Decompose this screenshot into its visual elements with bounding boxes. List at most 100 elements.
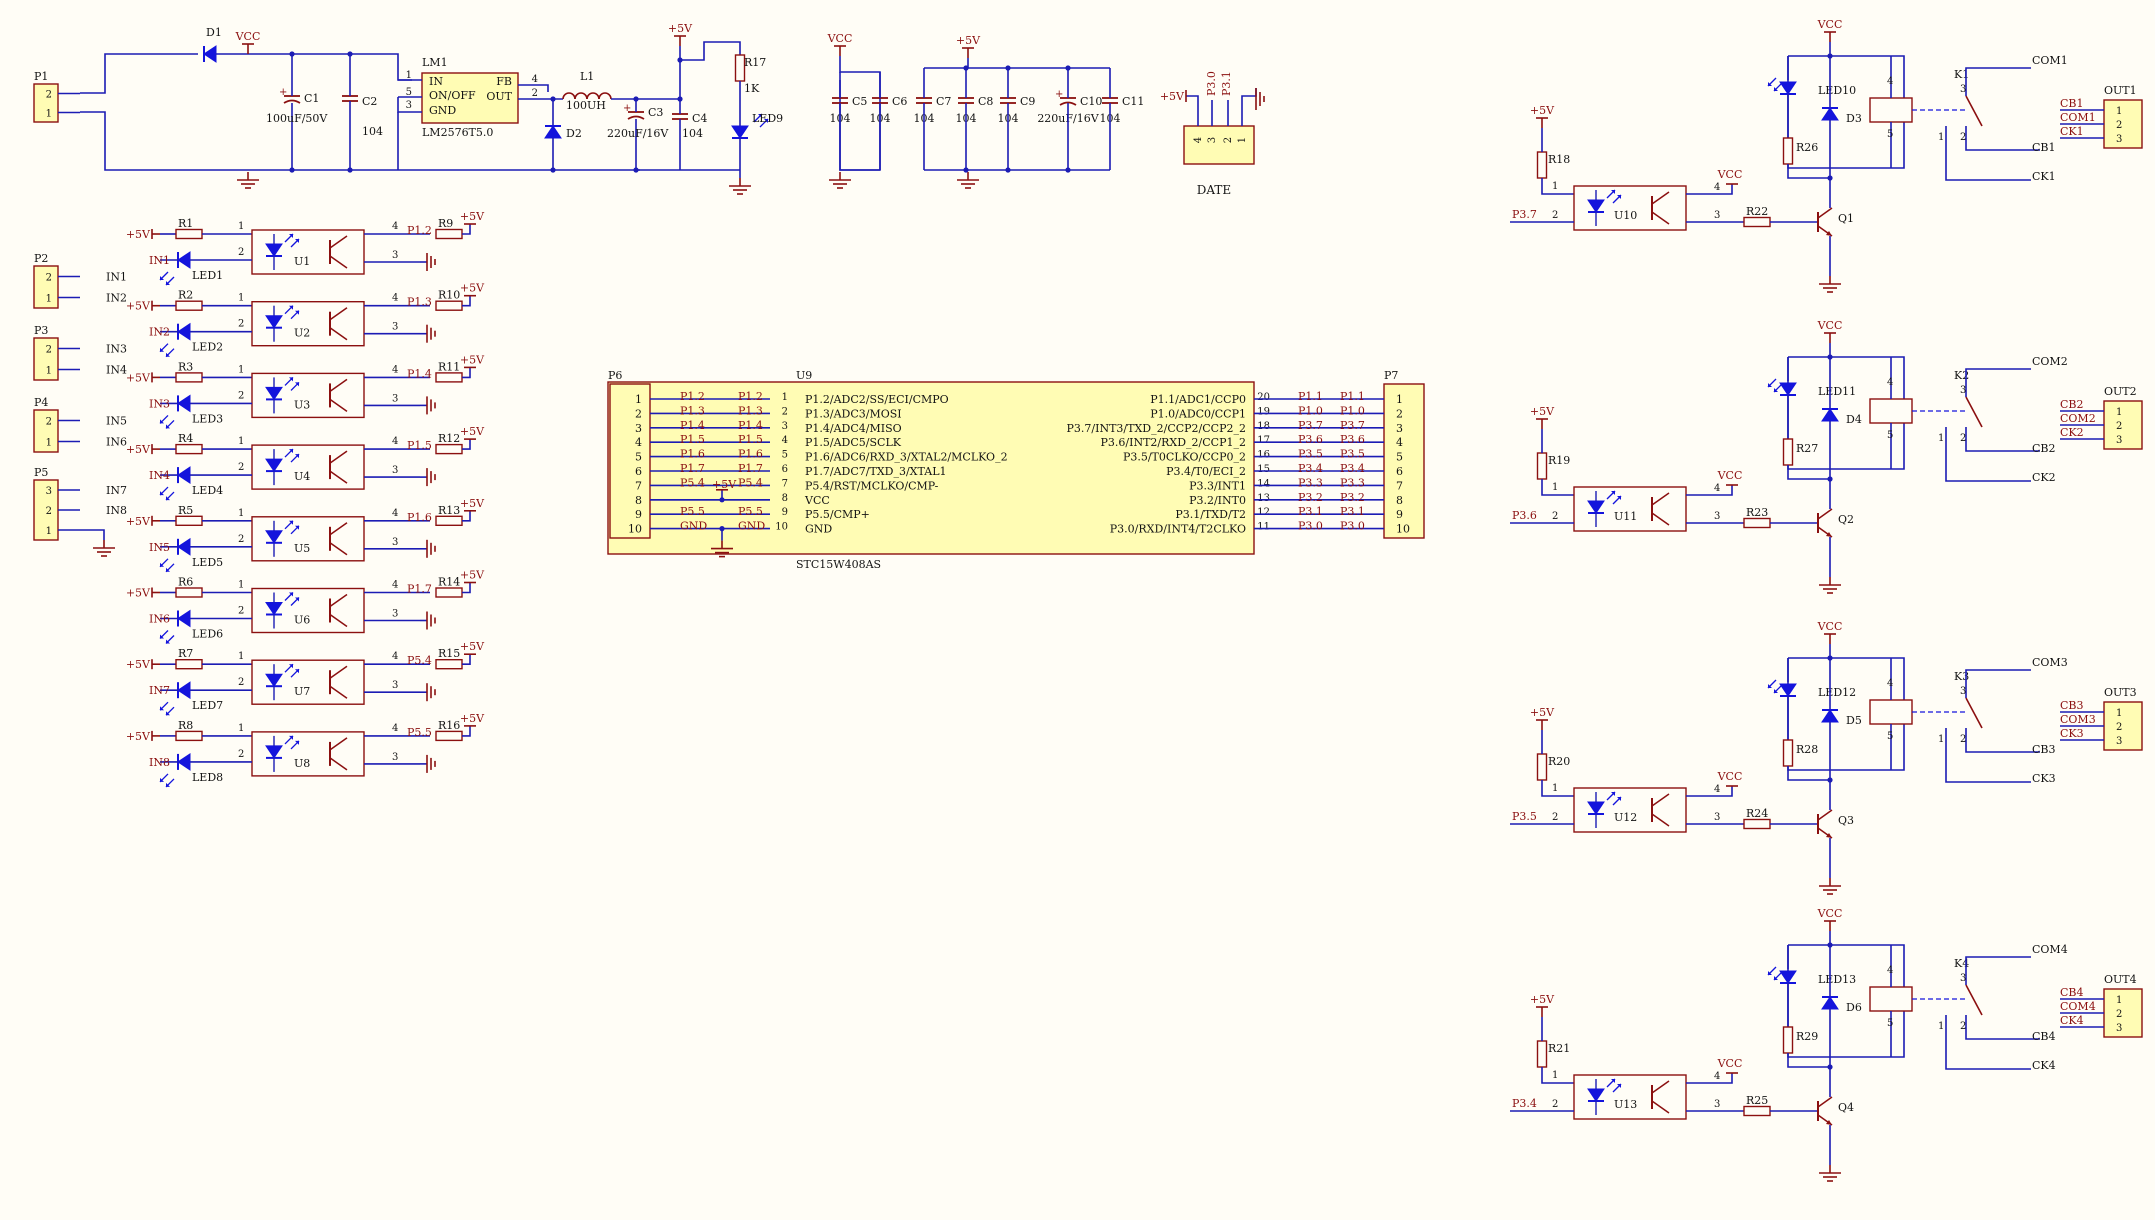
relay-switch-blade xyxy=(1965,984,1983,1016)
stc15-mcu-body xyxy=(607,381,1255,555)
d2-ref: D2 xyxy=(566,127,582,140)
mcu-pin-name: VCC xyxy=(804,494,830,507)
pin-number: 1 xyxy=(1938,734,1944,745)
header-pin-number: 10 xyxy=(628,523,642,536)
phototransistor-collector xyxy=(1651,1080,1670,1094)
mcu-5v-label: +5V xyxy=(712,478,737,491)
pin-number: 4 xyxy=(1887,377,1893,388)
light-arrowhead xyxy=(758,114,762,118)
header-p7-ref: P7 xyxy=(1384,369,1398,382)
pin-number: 4 xyxy=(392,723,398,734)
wire xyxy=(1945,728,2031,783)
phototransistor-emitter xyxy=(1651,1100,1670,1114)
header-pin-number: 2 xyxy=(635,407,642,420)
pullup-ref: R14 xyxy=(438,576,460,589)
mcu-net-label: P3.5 xyxy=(1298,448,1323,461)
pin-number: 4 xyxy=(532,74,538,85)
ground-symbol xyxy=(957,172,979,189)
phototransistor-collector xyxy=(329,522,348,536)
power-net-label: VCC xyxy=(1817,319,1843,332)
header-net-label: P1.2 xyxy=(680,390,705,403)
ground-symbol xyxy=(1819,276,1841,293)
relay-ref: K2 xyxy=(1954,369,1969,382)
connector-body xyxy=(33,265,59,309)
header-pin-number: 6 xyxy=(635,465,642,478)
header-net-label: P3.4 xyxy=(1340,462,1365,475)
ground-symbol xyxy=(420,396,436,415)
pin-number: 4 xyxy=(392,508,398,519)
input-net-label: IN4 xyxy=(149,469,170,482)
mcu-net-label: P3.2 xyxy=(1298,491,1323,504)
pullup-ref: R15 xyxy=(438,647,460,660)
c1-value: 100uF/50V xyxy=(266,112,328,125)
polarity-mark: + xyxy=(1055,89,1063,100)
pin-number: 1 xyxy=(2116,407,2122,418)
led-ref: LED4 xyxy=(192,484,223,497)
output-net-label: CK4 xyxy=(2060,1014,2084,1027)
connector-ref: P2 xyxy=(34,252,48,265)
pullup-supply-label: +5V xyxy=(460,569,485,582)
pin-number: 4 xyxy=(1193,137,1204,143)
ck-net-label: CK2 xyxy=(2032,471,2056,484)
resistor-body xyxy=(1743,216,1771,228)
output-net-label: COM2 xyxy=(2060,412,2096,425)
status-led xyxy=(177,251,191,269)
light-arrowhead xyxy=(166,567,170,572)
opto-vcc-label: VCC xyxy=(1717,1057,1743,1070)
led9 xyxy=(731,125,749,139)
header-pin-number: 4 xyxy=(635,436,642,449)
mcu-pin-number: 7 xyxy=(782,478,788,489)
resistor-body xyxy=(175,587,203,598)
wire xyxy=(80,111,248,171)
pin-number: 4 xyxy=(392,221,398,232)
wire xyxy=(1965,669,2031,698)
power-net-label: +5V xyxy=(126,587,151,600)
pin-number: 1 xyxy=(2116,708,2122,719)
power-net-label: +5V xyxy=(668,22,693,35)
light-arrowhead xyxy=(160,634,164,639)
phototransistor-collector xyxy=(329,235,348,249)
pin-number: 3 xyxy=(392,465,398,476)
pin-number: 3 xyxy=(392,250,398,261)
mcu-pin-number: 1 xyxy=(782,392,788,403)
output-net-label: CK1 xyxy=(2060,125,2084,138)
output-connector-ref: OUT1 xyxy=(2104,84,2137,97)
junction-dot xyxy=(289,51,295,57)
mcu-pin-number: 3 xyxy=(782,421,788,432)
mcu-net-label: P1.4 xyxy=(738,419,763,432)
c2-value: 104 xyxy=(362,125,383,138)
status-led xyxy=(177,466,191,485)
light-arrowhead xyxy=(1611,792,1615,796)
pin-number: 2 xyxy=(532,88,538,99)
resistor-body xyxy=(435,587,463,598)
pullup-ref: R9 xyxy=(438,217,453,230)
ground-symbol xyxy=(1819,878,1841,895)
pin-number: 4 xyxy=(392,293,398,304)
c3-ref: C3 xyxy=(648,106,663,119)
ground-symbol xyxy=(1819,577,1841,594)
header-pin-number: 1 xyxy=(1396,393,1403,406)
opto-pullup-ref: R20 xyxy=(1548,755,1570,768)
optocoupler-ref: U11 xyxy=(1614,510,1637,523)
resistor-body xyxy=(175,730,203,742)
light-arrowhead xyxy=(166,496,170,501)
c2-ref: C2 xyxy=(362,95,377,108)
port-net-label: P1.3 xyxy=(407,296,432,309)
resistor-body xyxy=(175,228,203,240)
net-label: IN7 xyxy=(106,484,127,497)
pin-number: 1 xyxy=(1552,783,1558,794)
emitter-arrow xyxy=(1826,1120,1832,1125)
capacitor-plate-curved xyxy=(1059,101,1077,106)
relay-coil xyxy=(1869,97,1913,123)
input-net-label: IN7 xyxy=(149,684,170,697)
pin-number: 1 xyxy=(238,723,244,734)
decoupling-cap-ref: C5 xyxy=(852,95,867,108)
header-pin-number: 8 xyxy=(635,494,642,507)
output-net-label: CB3 xyxy=(2060,699,2084,712)
output-net-label: CB1 xyxy=(2060,97,2084,110)
pin-number: 2 xyxy=(1960,433,1966,444)
resistor-body xyxy=(1536,452,1548,480)
led-ref: LED6 xyxy=(192,628,223,641)
wire xyxy=(1686,485,1733,496)
phototransistor-collector xyxy=(1651,492,1670,506)
